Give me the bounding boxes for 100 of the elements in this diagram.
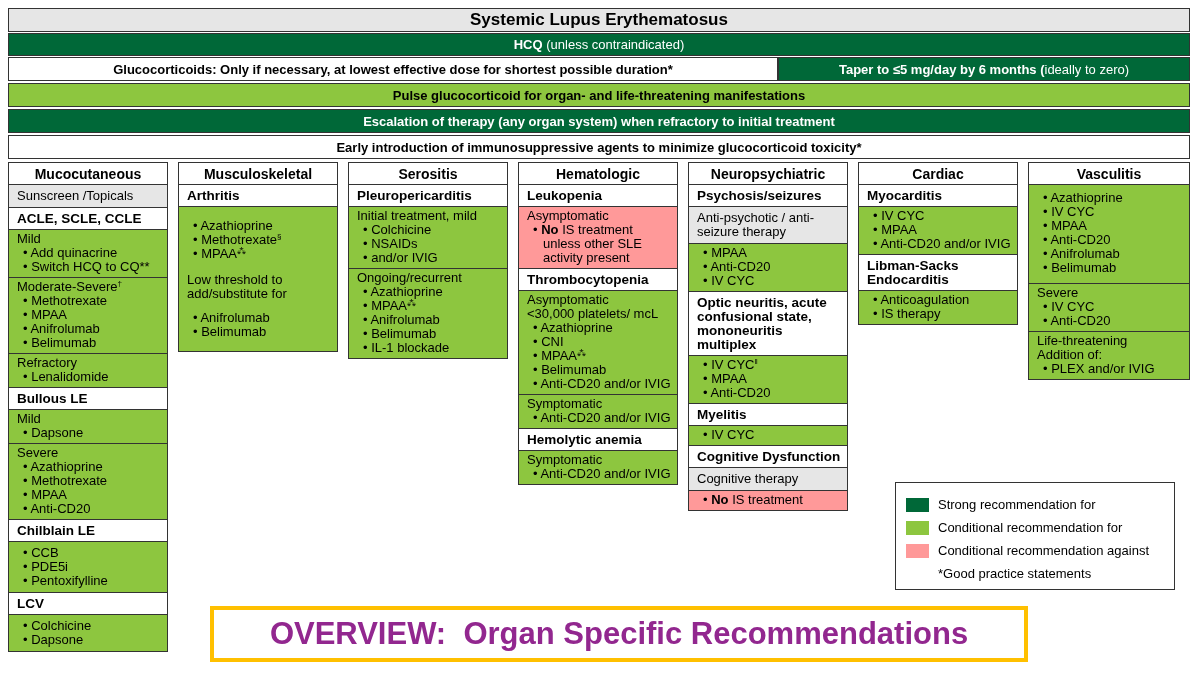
list-item: • Add quinacrine xyxy=(22,246,119,260)
list-item: • Anti-CD20 xyxy=(22,502,92,516)
list-item: • Colchicine xyxy=(22,619,93,633)
list-item: • Belimumab xyxy=(532,363,608,377)
recommendation-box xyxy=(858,207,1018,255)
list-item: • Azathioprine xyxy=(363,285,443,299)
list-item: • MPAA$^{⁂}$ xyxy=(192,247,248,261)
header-text: Libman-Sacks Endocarditis xyxy=(867,259,960,287)
list-item: • Azathioprine xyxy=(22,460,104,474)
band-text: Glucocorticoids: Only if necessary, at lowest effective dose for shortest possible duration* xyxy=(113,61,673,77)
condition-header xyxy=(688,292,848,356)
column-header xyxy=(178,162,338,185)
list-item: • and/or IVIG xyxy=(362,251,439,265)
list-item: • MPAA xyxy=(1042,219,1089,233)
list-item: • Anti-CD20 xyxy=(702,260,772,274)
subheading: Symptomatic xyxy=(527,453,604,467)
list-item: • Anti-CD20 and/or IVIG xyxy=(533,411,671,425)
legend-label: Strong recommendation for xyxy=(938,497,1096,512)
list-item: • Azathioprine xyxy=(192,219,274,233)
column-header xyxy=(1028,162,1190,185)
recommendation-box xyxy=(1028,332,1190,380)
subheading: Asymptomatic xyxy=(527,209,610,223)
subheading: Symptomatic xyxy=(527,397,604,411)
recommendation-band xyxy=(8,109,1190,133)
subheading: Low threshold to add/substitute for xyxy=(187,273,288,301)
condition-header xyxy=(858,185,1018,207)
list-item: • No IS treatment xyxy=(702,493,804,507)
list-item: • Methotrexate xyxy=(22,294,109,308)
list-item: • PLEX and/or IVIG xyxy=(1042,362,1156,376)
recommendation-band xyxy=(8,135,1190,159)
band-text: Early introduction of immunosuppressive agents to minimize glucocorticoid toxicity* xyxy=(336,139,862,155)
recommendation-box xyxy=(688,207,848,244)
list-item: • Belimumab xyxy=(192,325,268,339)
recommendation-box xyxy=(8,230,168,278)
list-item: • MPAA$^{⁂}$ xyxy=(532,349,588,363)
header-text: Hemolytic anemia xyxy=(527,433,643,447)
condition-header xyxy=(8,520,168,542)
body-text: Anti-psychotic / anti-seizure therapy xyxy=(697,211,816,239)
condition-header xyxy=(8,208,168,230)
list-item: • Belimumab xyxy=(362,327,438,341)
list-item: • Methotrexate xyxy=(22,474,109,488)
recommendation-band xyxy=(778,57,1190,81)
recommendation-box xyxy=(688,491,848,511)
list-item: • NSAIDs xyxy=(362,237,419,251)
condition-header xyxy=(688,446,848,468)
list-item: • Anifrolumab xyxy=(362,313,441,327)
subheading: Addition of: xyxy=(1037,348,1103,362)
band-text: Pulse glucocorticoid for organ- and life-threatening manifestations xyxy=(392,87,806,103)
list-item: • Anti-CD20 xyxy=(1042,314,1112,328)
list-item: • Belimumab xyxy=(1042,261,1118,275)
subheading: <30,000 platelets/ mcL xyxy=(527,307,660,321)
subheading: Severe xyxy=(17,446,60,460)
caption-banner: OVERVIEW: Organ Specific Recommendations xyxy=(210,606,1028,662)
subheading: Severe xyxy=(1037,286,1080,300)
recommendation-box xyxy=(518,395,678,429)
recommendation-box xyxy=(8,410,168,444)
header-text: Pleuropericarditis xyxy=(357,189,473,203)
recommendation-box xyxy=(8,185,168,208)
header-text: Psychosis/seizures xyxy=(697,189,823,203)
recommendation-box xyxy=(1028,185,1190,284)
legend-label: Conditional recommendation for xyxy=(938,520,1123,535)
list-item: • CCB xyxy=(22,546,60,560)
header-text: LCV xyxy=(17,597,45,611)
header-text: Optic neuritis, acute confusional state, mononeuritis multiplex xyxy=(697,296,828,352)
title: Systemic Lupus Erythematosus xyxy=(8,8,1190,32)
recommendation-box xyxy=(8,278,168,354)
list-item: • IS therapy xyxy=(872,307,941,321)
recommendation-band xyxy=(8,57,778,81)
header-text: Cardiac xyxy=(911,167,965,181)
header-text: Vasculitis xyxy=(1075,167,1143,181)
body-text: Cognitive therapy xyxy=(697,472,800,486)
header-text: ACLE, SCLE, CCLE xyxy=(17,212,143,226)
recommendation-band xyxy=(8,33,1190,56)
body-text: Sunscreen /Topicals xyxy=(17,189,135,203)
list-item: • IL-1 blockade xyxy=(362,341,451,355)
column-header xyxy=(518,162,678,185)
list-item: • Dapsone xyxy=(22,426,85,440)
list-item: • Anifrolumab xyxy=(192,311,271,325)
header-text: Hematologic xyxy=(555,167,641,181)
recommendation-box xyxy=(348,207,508,269)
header-text: Leukopenia xyxy=(527,189,603,203)
list-item: • Belimumab xyxy=(22,336,98,350)
subheading: Refractory xyxy=(17,356,78,370)
legend-label: Conditional recommendation against xyxy=(938,543,1149,558)
header-text: Thrombocytopenia xyxy=(527,273,650,287)
list-item: • Azathioprine xyxy=(532,321,613,335)
recommendation-box xyxy=(518,207,678,269)
header-text: Serositis xyxy=(397,167,459,181)
subheading: Moderate-Severe$^{†}$ xyxy=(17,280,123,294)
subheading: Initial treatment, mild xyxy=(357,209,478,223)
header-text: Chilblain LE xyxy=(17,524,96,538)
header-text: Bullous LE xyxy=(17,392,89,406)
list-item: • IV CYC xyxy=(702,428,756,442)
list-item: • Pentoxifylline xyxy=(22,574,109,588)
column-header xyxy=(688,162,848,185)
list-item: • Anifrolumab xyxy=(22,322,101,336)
recommendation-box xyxy=(348,269,508,359)
list-item: • IV CYC xyxy=(702,274,756,288)
list-item: • Anifrolumab xyxy=(1042,247,1121,261)
list-item: • No IS treatment unless other SLE activity present xyxy=(533,223,643,265)
